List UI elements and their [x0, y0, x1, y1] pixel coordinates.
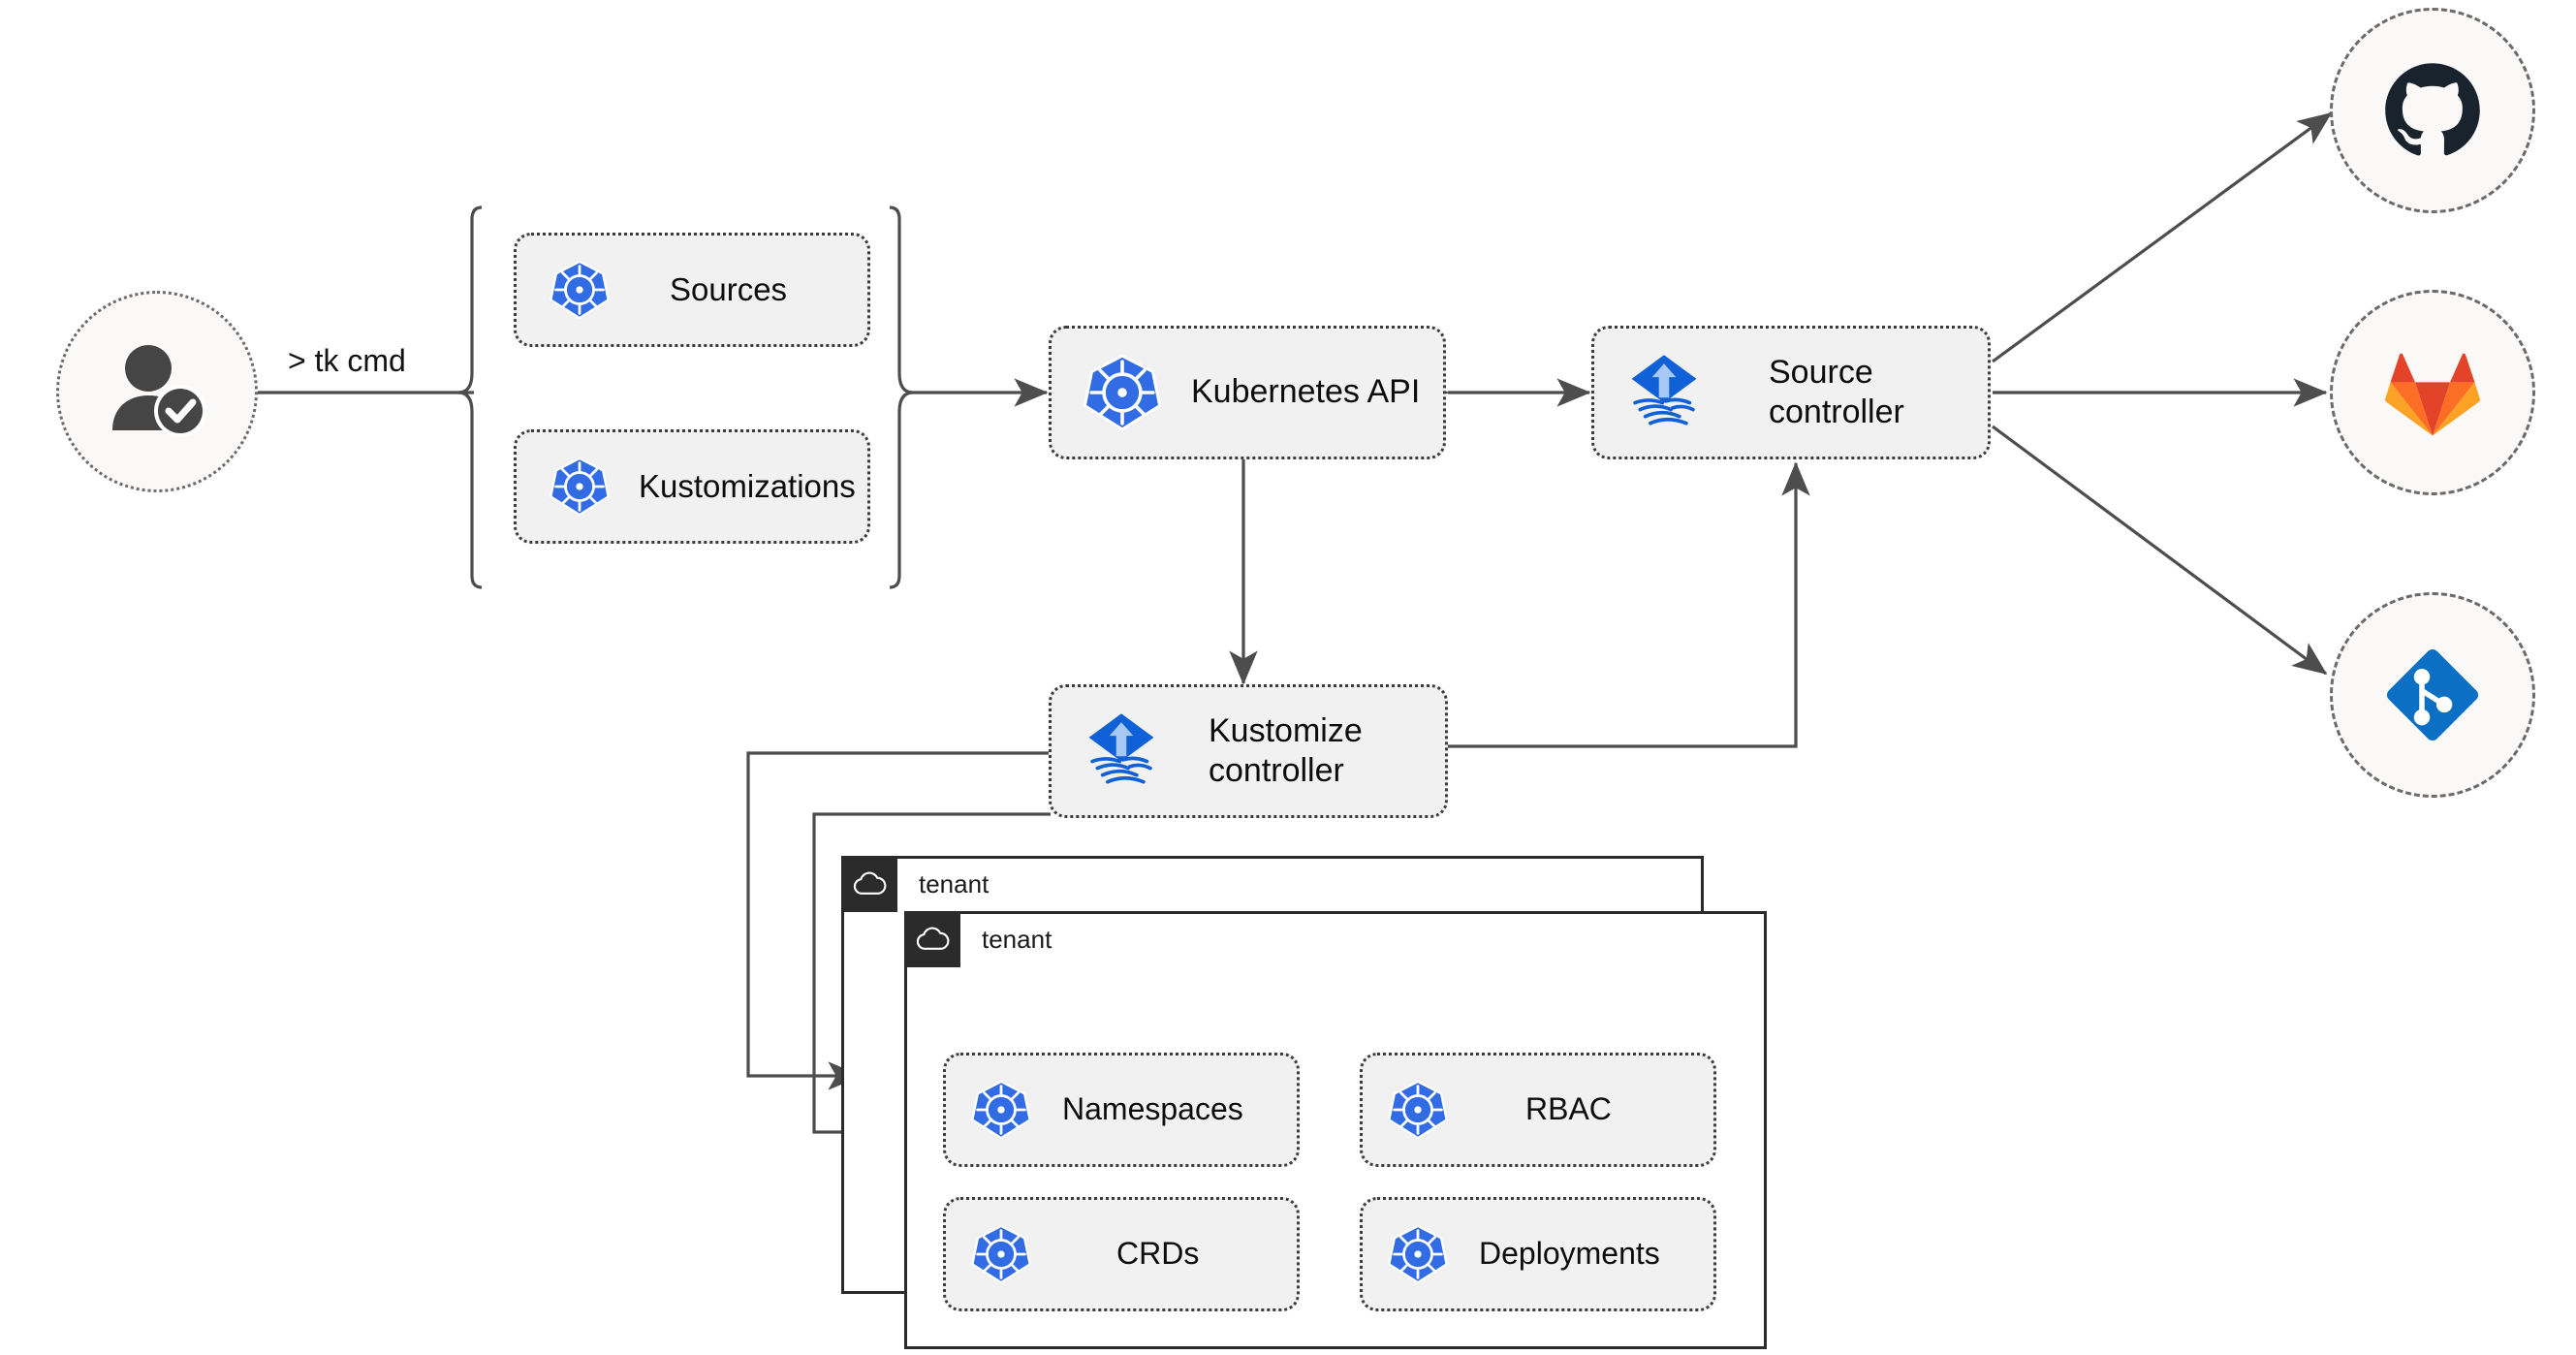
- brace-right: [889, 205, 914, 589]
- kubernetes-icon: [1386, 1222, 1450, 1286]
- tenant-window-2[interactable]: tenant Namespaces: [904, 911, 1767, 1349]
- gitlab-icon: [2385, 353, 2480, 436]
- node-rbac-label: RBAC: [1525, 1091, 1612, 1127]
- github-icon: [2385, 63, 2480, 156]
- node-kubernetes-api[interactable]: Kubernetes API: [1049, 326, 1446, 459]
- brace-left: [457, 205, 483, 589]
- node-sources-label: Sources: [670, 270, 788, 307]
- provider-github[interactable]: [2330, 8, 2535, 213]
- edge-kustomize-to-source: [1442, 461, 1810, 748]
- node-crds-label: CRDs: [1116, 1236, 1200, 1272]
- node-rbac[interactable]: RBAC: [1360, 1053, 1716, 1167]
- node-namespaces[interactable]: Namespaces: [943, 1053, 1300, 1167]
- tenant-2-title: tenant: [982, 925, 1052, 954]
- kubernetes-icon: [548, 455, 612, 519]
- cli-command-label: > tk cmd: [288, 343, 406, 378]
- node-kustomizations[interactable]: Kustomizations: [514, 429, 870, 544]
- node-deployments-label: Deployments: [1479, 1236, 1660, 1272]
- node-sources[interactable]: Sources: [514, 233, 870, 347]
- provider-git-repository[interactable]: [2330, 592, 2535, 798]
- flux-icon: [1621, 350, 1707, 435]
- user-avatar: [56, 291, 258, 492]
- node-namespaces-label: Namespaces: [1062, 1091, 1243, 1127]
- node-deployments[interactable]: Deployments: [1360, 1197, 1716, 1311]
- node-kubernetes-api-label: Kubernetes API: [1191, 373, 1421, 411]
- kubernetes-icon: [548, 258, 612, 322]
- node-crds[interactable]: CRDs: [943, 1197, 1300, 1311]
- tenant-2-titlebar: tenant: [904, 911, 1052, 967]
- kubernetes-icon: [969, 1078, 1033, 1142]
- kubernetes-icon: [1386, 1078, 1450, 1142]
- flux-icon: [1079, 709, 1164, 794]
- kubernetes-icon: [969, 1222, 1033, 1286]
- provider-gitlab[interactable]: [2330, 290, 2535, 495]
- edge-source-to-gitrepo: [1992, 425, 2328, 676]
- node-kustomize-controller-label: Kustomize controller: [1209, 711, 1363, 789]
- cloud-icon: [904, 911, 960, 967]
- git-repo-icon: [2386, 648, 2479, 741]
- node-kustomize-controller[interactable]: Kustomize controller: [1049, 684, 1448, 818]
- node-source-controller-label: Source controller: [1769, 353, 1904, 430]
- tenant-1-title: tenant: [919, 869, 990, 898]
- node-source-controller[interactable]: Source controller: [1591, 326, 1991, 459]
- edge-source-to-github: [1992, 111, 2333, 363]
- user-check-icon: [112, 345, 206, 437]
- cloud-icon: [841, 856, 897, 912]
- node-kustomizations-label: Kustomizations: [639, 467, 856, 504]
- kubernetes-icon: [1081, 351, 1164, 434]
- tenant-1-titlebar: tenant: [841, 856, 989, 912]
